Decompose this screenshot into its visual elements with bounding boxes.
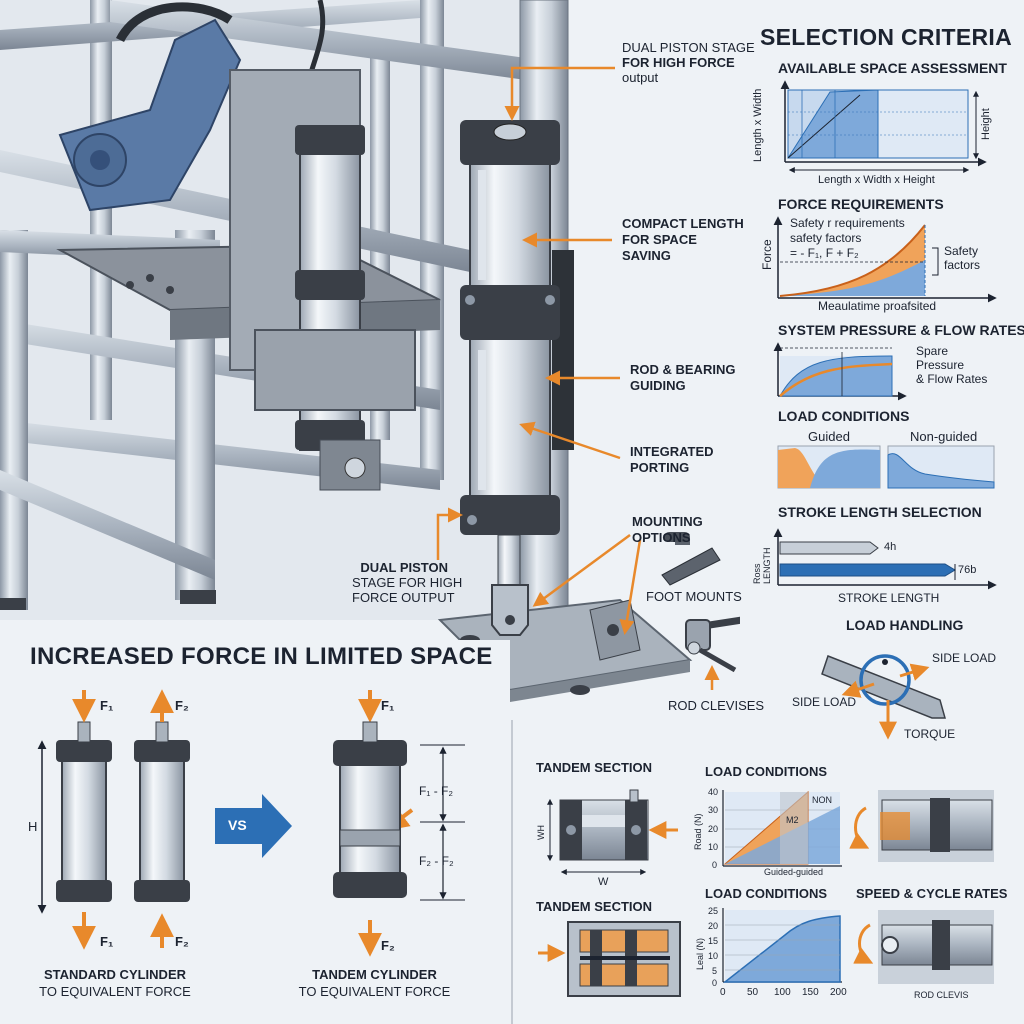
- load-chart-2-x-2: 100: [774, 987, 791, 998]
- handling-torque: TORQUE: [904, 727, 956, 741]
- stroke-bar1-label: 4h: [884, 541, 897, 553]
- tandem-cylinder-small: [333, 721, 465, 901]
- load-chart-2-tick-5: 0: [712, 978, 718, 988]
- label-dual-piston-bottom: DUAL PISTON STAGE FOR HIGH FORCE OUTPUT: [352, 560, 463, 605]
- cylinder-image-2: [853, 910, 994, 984]
- load-chart-1-tick-4: 0: [712, 860, 718, 870]
- space-title: AVAILABLE SPACE ASSESSMENT: [778, 60, 1007, 76]
- label-f2-top: F₂: [175, 698, 189, 713]
- force-y-label: Force: [760, 239, 774, 270]
- selection-criteria-title: SELECTION CRITERIA: [760, 24, 1013, 50]
- load-chart-2-tick-2: 15: [708, 936, 719, 946]
- load-chart-1-guided: Guided-guided: [764, 867, 824, 877]
- load-chart-1: [722, 790, 842, 867]
- label-tandem-f2f2: F₂ - F₂: [419, 854, 454, 868]
- load-chart-1-tick-0: 40: [708, 787, 719, 797]
- label-integrated-porting: INTEGRATED PORTING: [630, 444, 714, 475]
- stroke-chart: [773, 528, 997, 590]
- force-comparison-panel: [0, 640, 513, 1024]
- load-chart-2: [722, 908, 842, 983]
- load-chart-1-y-label: Road (N): [693, 813, 703, 850]
- tandem-caption: TANDEM CYLINDER TO EQUIVALENT FORCE: [298, 967, 451, 999]
- load-chart-1-tick-2: 20: [708, 824, 719, 834]
- label-tandem-f1: F₁: [381, 698, 395, 713]
- tandem-section-2-title: TANDEM SECTION: [536, 899, 653, 914]
- pressure-chart: [773, 342, 907, 401]
- tandem-wh-label: WH: [536, 825, 546, 840]
- pressure-right-label: Spare Pressure & Flow Rates: [916, 344, 988, 386]
- load-chart-2-tick-3: 10: [708, 951, 719, 961]
- label-compact-length: COMPACT LENGTH FOR SPACE SAVING: [622, 216, 744, 263]
- tandem-section-1: [547, 789, 678, 875]
- label-f1-top: F₁: [100, 698, 114, 713]
- load-chart-1-tick-3: 10: [708, 842, 719, 852]
- inner-tooling: [56, 69, 441, 491]
- load-chart-2-x-0: 0: [720, 987, 726, 998]
- handling-title: LOAD HANDLING: [846, 617, 964, 633]
- space-chart: [780, 80, 987, 173]
- force-right-label: Safety factors: [944, 244, 981, 272]
- stroke-y-label: Ross LENGTH: [752, 547, 772, 584]
- label-dual-piston-top: DUAL PISTON STAGE FOR HIGH FORCE output: [622, 40, 755, 85]
- label-height: H: [28, 819, 38, 834]
- selection-criteria-panel: [740, 0, 1024, 745]
- load-guided-label: Guided: [808, 429, 850, 444]
- load-chart-1-non: NON: [812, 795, 832, 805]
- stroke-bar2-label: 76b: [958, 564, 977, 576]
- force-x-label: Meaulatime proafsited: [818, 299, 937, 313]
- space-x-label: Length x Width x Height: [818, 174, 935, 186]
- space-right-label: Height: [980, 108, 992, 140]
- load-chart-2-tick-1: 20: [708, 921, 719, 931]
- space-y-label: Length x Width: [752, 88, 764, 162]
- tandem-section-2: [538, 921, 681, 997]
- force-title: FORCE REQUIREMENTS: [778, 196, 944, 212]
- tandem-section-1-title: TANDEM SECTION: [536, 760, 653, 775]
- speed-title: SPEED & CYCLE RATES: [856, 886, 1008, 901]
- label-f1-bottom: F₁: [100, 934, 114, 949]
- pressure-title: SYSTEM PRESSURE & FLOW RATES: [778, 322, 1024, 338]
- load-title: LOAD CONDITIONS: [778, 408, 910, 424]
- load-chart-1-tick-1: 30: [708, 805, 719, 815]
- load-chart-2-tick-4: 5: [712, 966, 718, 976]
- load-chart-1-m2: M2: [786, 815, 799, 825]
- handling-side1: SIDE LOAD: [932, 651, 997, 665]
- stroke-x-label: STROKE LENGTH: [838, 591, 940, 605]
- label-foot-mounts: FOOT MOUNTS: [646, 589, 742, 604]
- bottom-right-panel: [538, 789, 994, 997]
- standard-cylinders: [37, 721, 190, 914]
- stroke-title: STROKE LENGTH SELECTION: [778, 504, 982, 520]
- load-non-guided-label: Non-guided: [910, 429, 978, 444]
- force-notes: Safety r requirements safety factors = -…: [790, 216, 905, 260]
- handling-side2: SIDE LOAD: [792, 695, 857, 709]
- standard-caption: STANDARD CYLINDER TO EQUIVALENT FORCE: [39, 967, 191, 999]
- tandem-w-label: W: [598, 876, 609, 888]
- load-conditions-chart: [777, 445, 995, 489]
- force-section-title: INCREASED FORCE IN LIMITED SPACE: [30, 643, 493, 670]
- load-chart-2-x-3: 150: [802, 987, 819, 998]
- label-f2-bottom: F₂: [175, 934, 189, 949]
- accessories: [661, 532, 743, 673]
- vs-label: VS: [228, 817, 247, 833]
- label-rod-bearing: ROD & BEARING GUIDING: [630, 362, 736, 393]
- label-tandem-f1f2: F₁ - F₂: [419, 784, 454, 798]
- load-chart-2-y-label: Leal (N): [695, 937, 705, 970]
- label-mounting-options: MOUNTING OPTIONS: [632, 514, 703, 545]
- load-handling-diagram: [821, 654, 946, 740]
- load-chart-2-x-1: 50: [747, 987, 759, 998]
- robot-arm: [58, 0, 326, 212]
- label-rod-clevises: ROD CLEVISES: [668, 698, 765, 713]
- callout-arrows: [436, 66, 720, 690]
- tandem-cylinder-hero: [460, 120, 560, 636]
- load-chart-2-tick-0: 25: [708, 906, 719, 916]
- speed-caption: ROD CLEVIS: [914, 990, 969, 1000]
- load-chart-1-title: LOAD CONDITIONS: [705, 764, 828, 779]
- force-chart: [773, 216, 997, 303]
- load-chart-2-title: LOAD CONDITIONS: [705, 886, 828, 901]
- cylinder-image-1: [849, 790, 994, 862]
- load-chart-2-x-4: 200: [830, 987, 847, 998]
- label-tandem-f2: F₂: [381, 938, 395, 953]
